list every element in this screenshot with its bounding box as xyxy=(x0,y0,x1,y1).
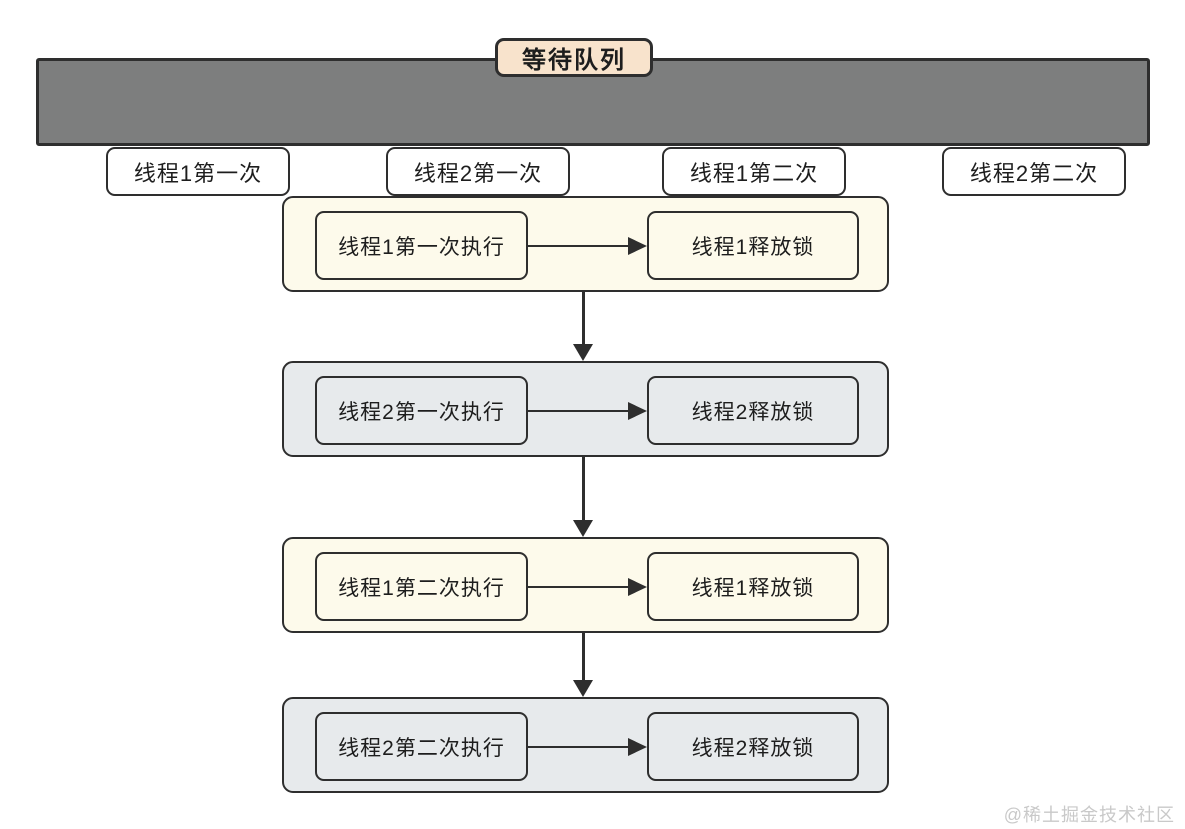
arrow-shaft xyxy=(528,244,629,247)
flow-row-3: 线程1第二次执行 线程1释放锁 xyxy=(282,537,889,633)
arrow-right-icon xyxy=(528,363,647,459)
queue-item-thread1-second: 线程1第二次 xyxy=(662,147,846,196)
arrow-shaft xyxy=(581,457,585,521)
queue-item-thread1-first: 线程1第一次 xyxy=(106,147,290,196)
watermark-text: @稀土掘金技术社区 xyxy=(1003,805,1175,825)
arrow-right-icon xyxy=(528,198,647,294)
flow-row-4: 线程2第二次执行 线程2释放锁 xyxy=(282,697,889,793)
exec-node-1: 线程1第一次执行 xyxy=(315,211,528,280)
arrow-head xyxy=(573,520,593,537)
flow-row-1: 线程1第一次执行 线程1释放锁 xyxy=(282,196,889,292)
arrow-shaft xyxy=(581,292,585,345)
release-node-1: 线程1释放锁 xyxy=(647,211,859,280)
arrow-head xyxy=(573,344,593,361)
arrow-head xyxy=(628,401,647,420)
queue-item-thread2-first: 线程2第一次 xyxy=(386,147,570,196)
arrow-shaft xyxy=(581,633,585,681)
flow-row-2: 线程2第一次执行 线程2释放锁 xyxy=(282,361,889,457)
release-node-3: 线程1释放锁 xyxy=(647,552,859,621)
arrow-down-icon xyxy=(573,633,593,697)
arrow-right-icon xyxy=(528,699,647,795)
arrow-shaft xyxy=(528,745,629,748)
arrow-head xyxy=(628,577,647,596)
queue-title: 等待队列 xyxy=(495,38,653,77)
arrow-right-icon xyxy=(528,539,647,635)
arrow-down-icon xyxy=(573,292,593,361)
exec-node-2: 线程2第一次执行 xyxy=(315,376,528,445)
arrow-head xyxy=(573,680,593,697)
release-node-2: 线程2释放锁 xyxy=(647,376,859,445)
exec-node-4: 线程2第二次执行 xyxy=(315,712,528,781)
arrow-head xyxy=(628,236,647,255)
release-node-4: 线程2释放锁 xyxy=(647,712,859,781)
arrow-head xyxy=(628,737,647,756)
arrow-down-icon xyxy=(573,457,593,537)
queue-item-thread2-second: 线程2第二次 xyxy=(942,147,1126,196)
exec-node-3: 线程1第二次执行 xyxy=(315,552,528,621)
arrow-shaft xyxy=(528,409,629,412)
arrow-shaft xyxy=(528,585,629,588)
